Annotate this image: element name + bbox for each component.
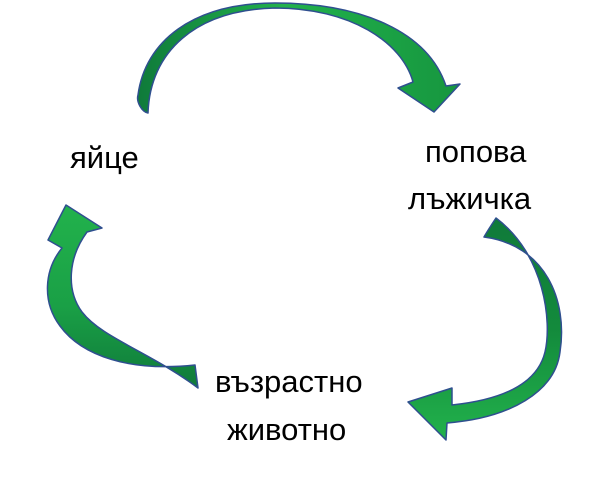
- stage-label-adult-line2: животно: [227, 412, 347, 447]
- stage-label-tadpole-line1: попова: [425, 134, 527, 169]
- arrow-tadpole-to-adult: [407, 217, 563, 441]
- stage-label-egg: яйце: [70, 140, 139, 175]
- curved-arrow-icon: [46, 204, 199, 389]
- stage-label-adult-line1: възрастно: [215, 364, 363, 399]
- curved-arrow-icon: [136, 2, 461, 114]
- stage-label-tadpole-line2: лъжичка: [408, 181, 532, 216]
- arrow-adult-to-egg: [46, 204, 199, 389]
- curved-arrow-icon: [407, 217, 563, 441]
- arrow-egg-to-tadpole: [136, 2, 461, 114]
